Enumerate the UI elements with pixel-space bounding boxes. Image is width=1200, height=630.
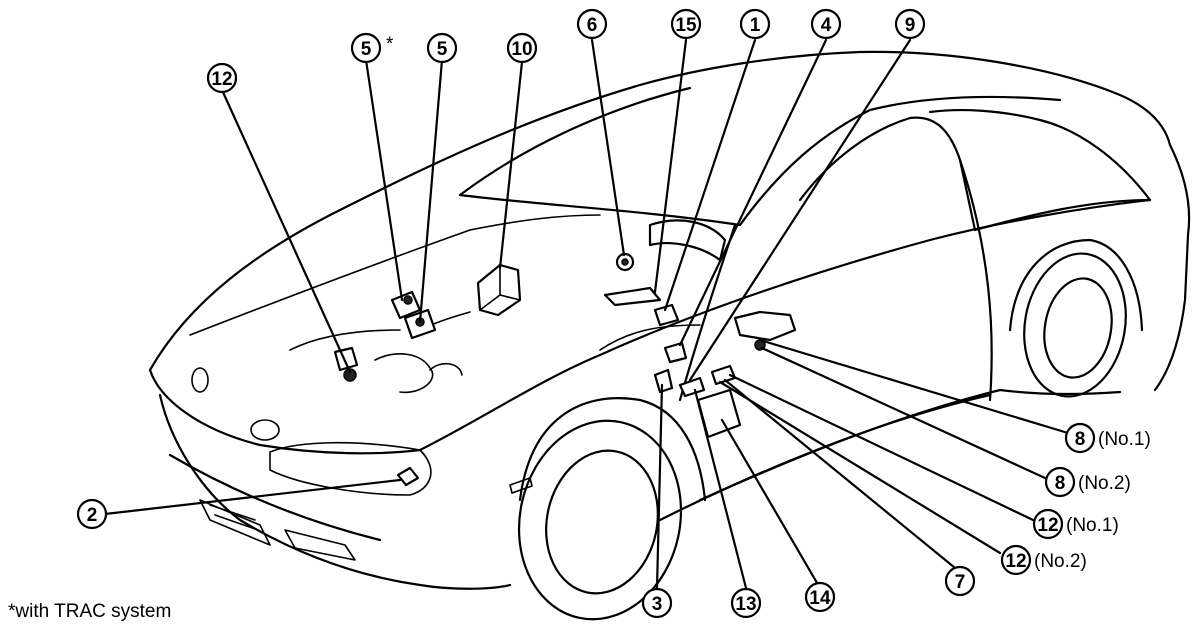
callout-11: 10 [506, 32, 538, 64]
callout-8-no1-number: 8 [1075, 429, 1086, 450]
callout-8-no2: 8 (No.2) [1044, 466, 1131, 498]
callout-5-number: 5 [437, 39, 448, 60]
callout-12-no2-number: 12 [1005, 551, 1026, 572]
callout-7-number: 7 [955, 572, 966, 593]
callout-6-number: 6 [587, 15, 598, 36]
callout-10-number: 12 [211, 69, 232, 90]
callout-12-no1: 12 (No.1) [1032, 508, 1119, 540]
callout-7: 7 [944, 565, 976, 597]
leader-lines [103, 38, 1070, 590]
callout-12-no1-number: 12 [1037, 515, 1058, 536]
callout-8-no1-label: (No.1) [1098, 429, 1151, 450]
callout-4-number: 4 [821, 15, 832, 36]
callout-5-trac: 5 * [350, 32, 394, 64]
callout-4: 4 [810, 8, 842, 40]
callout-12-no2-label: (No.2) [1034, 551, 1087, 572]
callout-1: 1 [739, 8, 771, 40]
callout-1-number: 1 [750, 15, 761, 36]
callout-15: 15 [670, 8, 702, 40]
callout-3-number: 3 [652, 594, 663, 615]
callout-5-trac-number: 5 [361, 39, 372, 60]
callout-15-number: 15 [675, 15, 697, 36]
callout-8-no2-label: (No.2) [1078, 473, 1131, 494]
callout-10: 12 [206, 62, 238, 94]
components [333, 219, 797, 487]
callout-8-no2-number: 8 [1055, 473, 1066, 494]
callout-13-number: 13 [735, 594, 756, 615]
callout-12-no1-label: (No.1) [1066, 515, 1119, 536]
callout-2-number: 2 [87, 505, 98, 526]
callout-9-number: 9 [905, 15, 916, 36]
callout-14: 14 [804, 581, 836, 613]
callout-2: 2 [76, 498, 108, 530]
callout-5: 5 [426, 32, 458, 64]
callout-3: 3 [641, 587, 673, 619]
callout-6: 6 [576, 8, 608, 40]
callout-9: 9 [894, 8, 926, 40]
callout-8-no1: 8 (No.1) [1064, 422, 1151, 454]
callout-11-number: 10 [511, 39, 532, 60]
callout-12-no2: 12 (No.2) [1000, 544, 1087, 576]
car-outline [148, 50, 1191, 621]
callout-5-trac-asterisk: * [386, 34, 394, 55]
callout-13: 13 [730, 587, 762, 619]
callout-14-number: 14 [809, 588, 831, 609]
footnote-text: *with TRAC system [8, 601, 171, 622]
callouts: 12 5 * 5 10 6 15 1 4 [76, 8, 1151, 619]
